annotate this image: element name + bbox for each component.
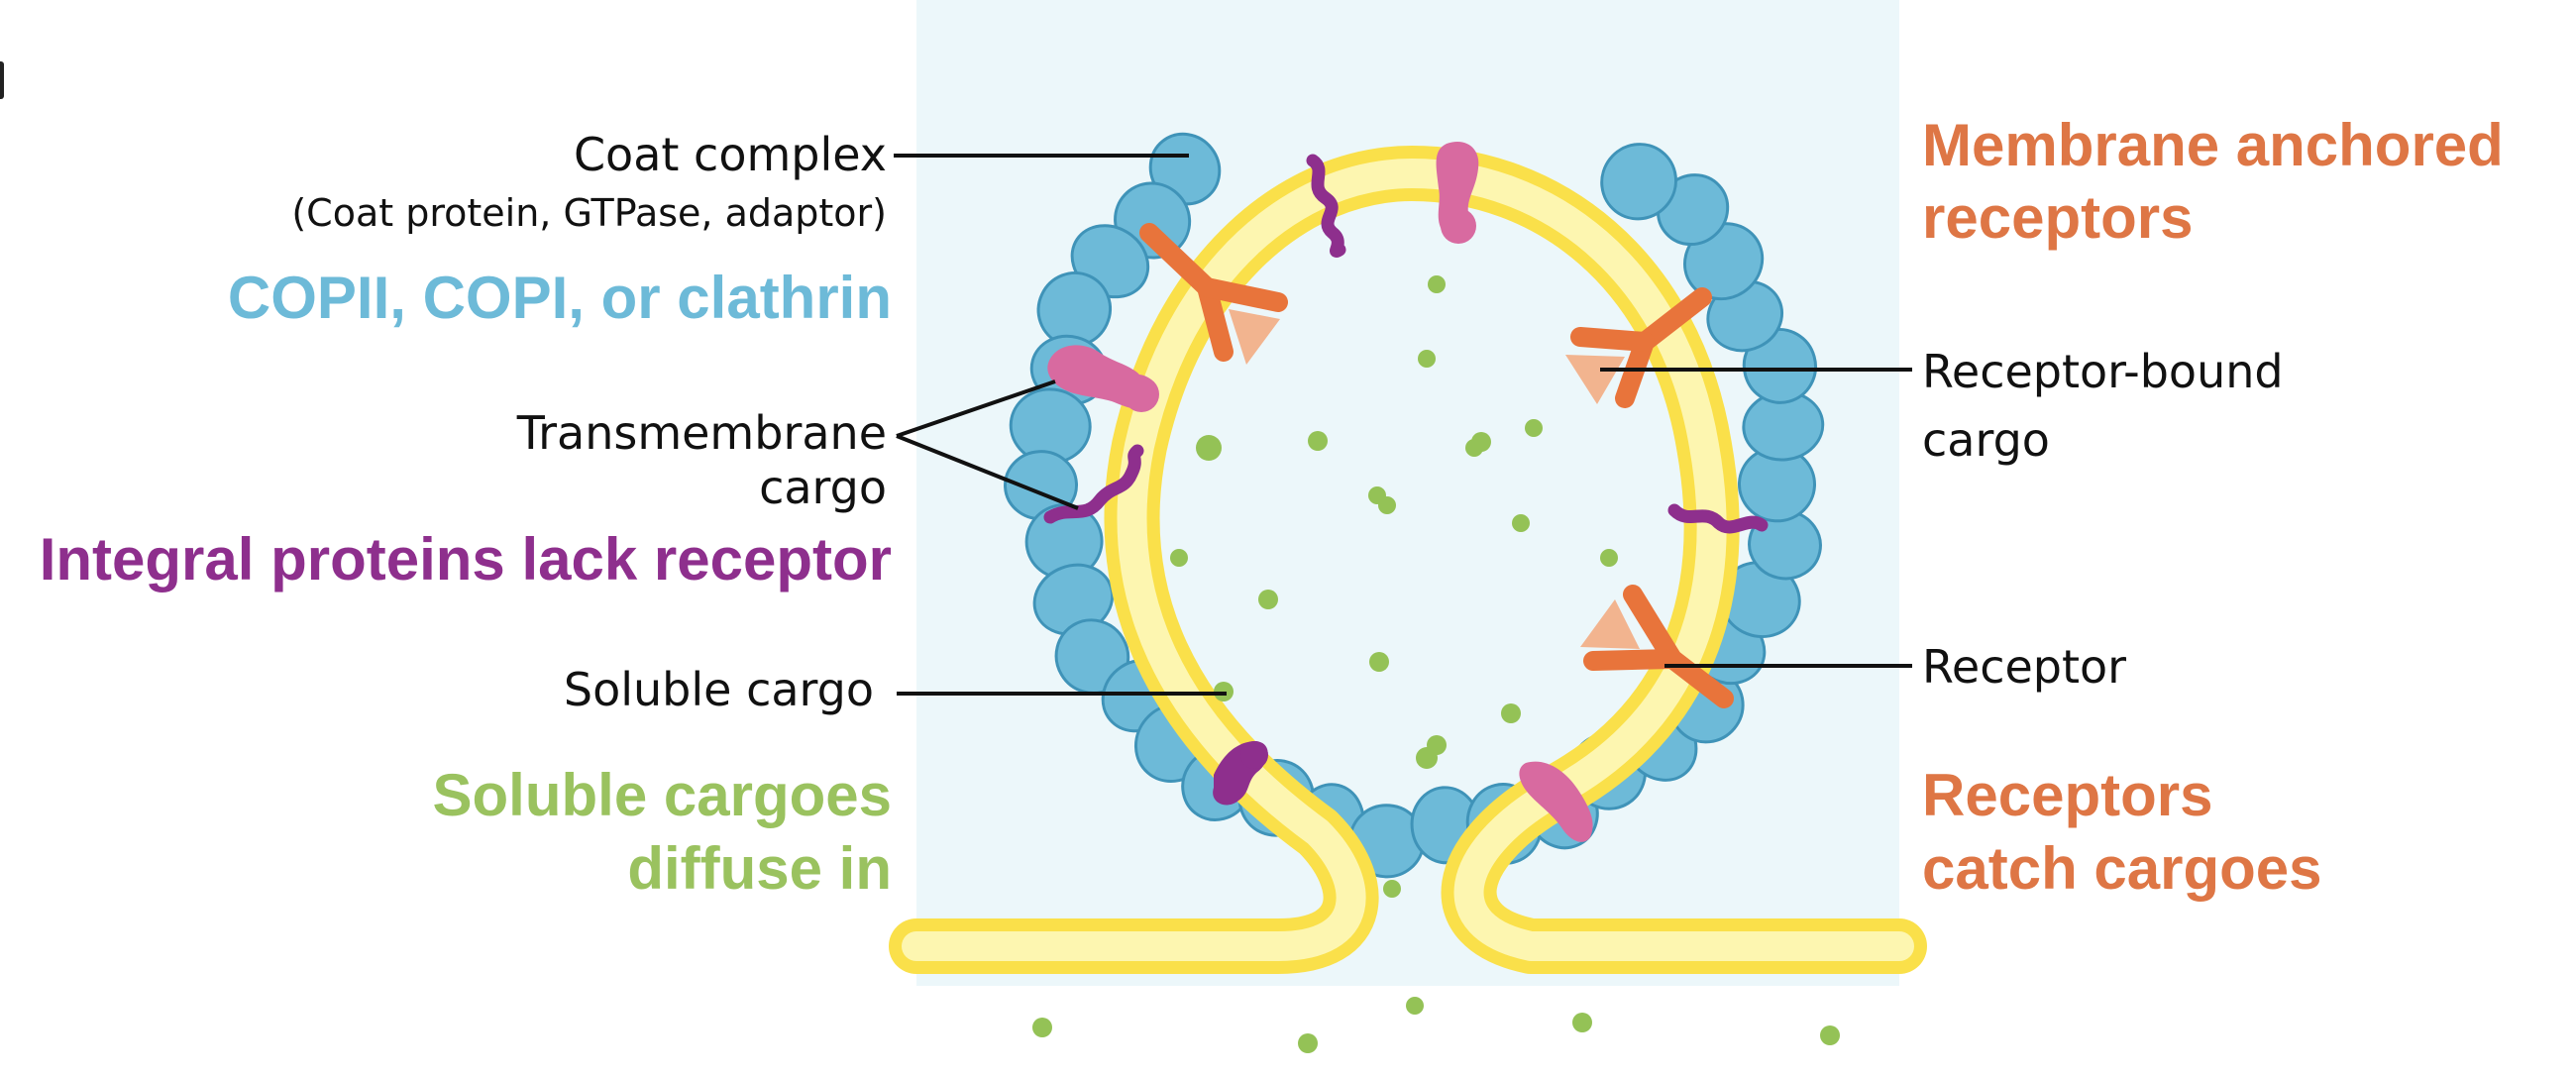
heading-membrane-anchored-line2: receptors <box>1922 184 2194 251</box>
soluble-cargo-dot <box>1196 435 1222 461</box>
soluble-cargo-dot <box>1428 275 1446 293</box>
soluble-cargo-dot <box>1258 590 1278 609</box>
soluble-cargo-dot <box>1406 997 1424 1015</box>
transmembrane-pink <box>1047 141 1593 842</box>
soluble-cargo-dot <box>1465 439 1483 457</box>
label-receptor: Receptor <box>1922 640 2127 694</box>
pointer-lines <box>894 154 1912 696</box>
soluble-cargo-dot <box>1525 419 1543 437</box>
soluble-cargo-dots <box>1032 275 1840 1053</box>
label-transmembrane-line1: Transmembrane <box>516 406 887 460</box>
heading-receptors-catch-line1: Receptors <box>1922 762 2213 828</box>
soluble-cargo-dot <box>1512 514 1530 532</box>
soluble-cargo-dot <box>1032 1018 1052 1037</box>
soluble-cargo-dot <box>1308 431 1328 451</box>
soluble-cargo-dot <box>1820 1025 1840 1045</box>
coat-subunit <box>1600 143 1677 221</box>
label-coat-components: (Coat protein, GTPase, adaptor) <box>291 191 887 235</box>
soluble-cargo-dot <box>1378 496 1396 514</box>
pointer-transmembrane-b <box>896 434 1079 510</box>
receptor-left <box>1139 223 1288 362</box>
label-receptor-bound-line2: cargo <box>1922 413 2050 467</box>
label-coat-complex: Coat complex <box>573 128 887 181</box>
heading-coat-types: COPII, COPI, or clathrin <box>227 265 892 331</box>
integral-protein-top <box>1306 154 1346 258</box>
soluble-cargo-dot <box>1383 880 1401 898</box>
heading-receptors-catch-line2: catch cargoes <box>1922 835 2322 902</box>
cargo-right-bottom <box>1580 599 1640 649</box>
integral-protein-right <box>1667 503 1769 534</box>
cargo-right-top <box>1565 355 1625 404</box>
soluble-cargo-dot <box>1416 747 1438 769</box>
soluble-cargo-dot <box>1298 1033 1318 1053</box>
edge-fragment-mark <box>0 61 4 99</box>
integral-proteins <box>1043 154 1769 534</box>
soluble-cargo-dot <box>1501 703 1521 723</box>
heading-soluble-line1: Soluble cargoes <box>432 762 892 828</box>
pointer-transmembrane-a <box>896 379 1056 438</box>
soluble-cargo-dot <box>1170 549 1188 567</box>
integral-protein-bottom-left <box>1213 741 1268 806</box>
heading-soluble-line2: diffuse in <box>627 835 892 902</box>
heading-membrane-anchored-line1: Membrane anchored <box>1922 112 2504 178</box>
soluble-cargo-dot <box>1572 1013 1592 1032</box>
cargo-left <box>1229 309 1280 365</box>
label-transmembrane-line2: cargo <box>759 461 887 514</box>
label-soluble-cargo: Soluble cargo <box>563 663 874 716</box>
label-receptor-bound-line1: Receptor-bound <box>1922 345 2284 398</box>
receptor-bound-cargo <box>1229 309 1640 649</box>
soluble-cargo-dot <box>1369 652 1389 672</box>
transmembrane-bottom-right <box>1519 761 1593 842</box>
heading-integral-proteins: Integral proteins lack receptor <box>39 526 892 593</box>
soluble-cargo-dot <box>1600 549 1618 567</box>
soluble-cargo-dot <box>1418 350 1436 368</box>
integral-protein-left <box>1043 444 1144 524</box>
